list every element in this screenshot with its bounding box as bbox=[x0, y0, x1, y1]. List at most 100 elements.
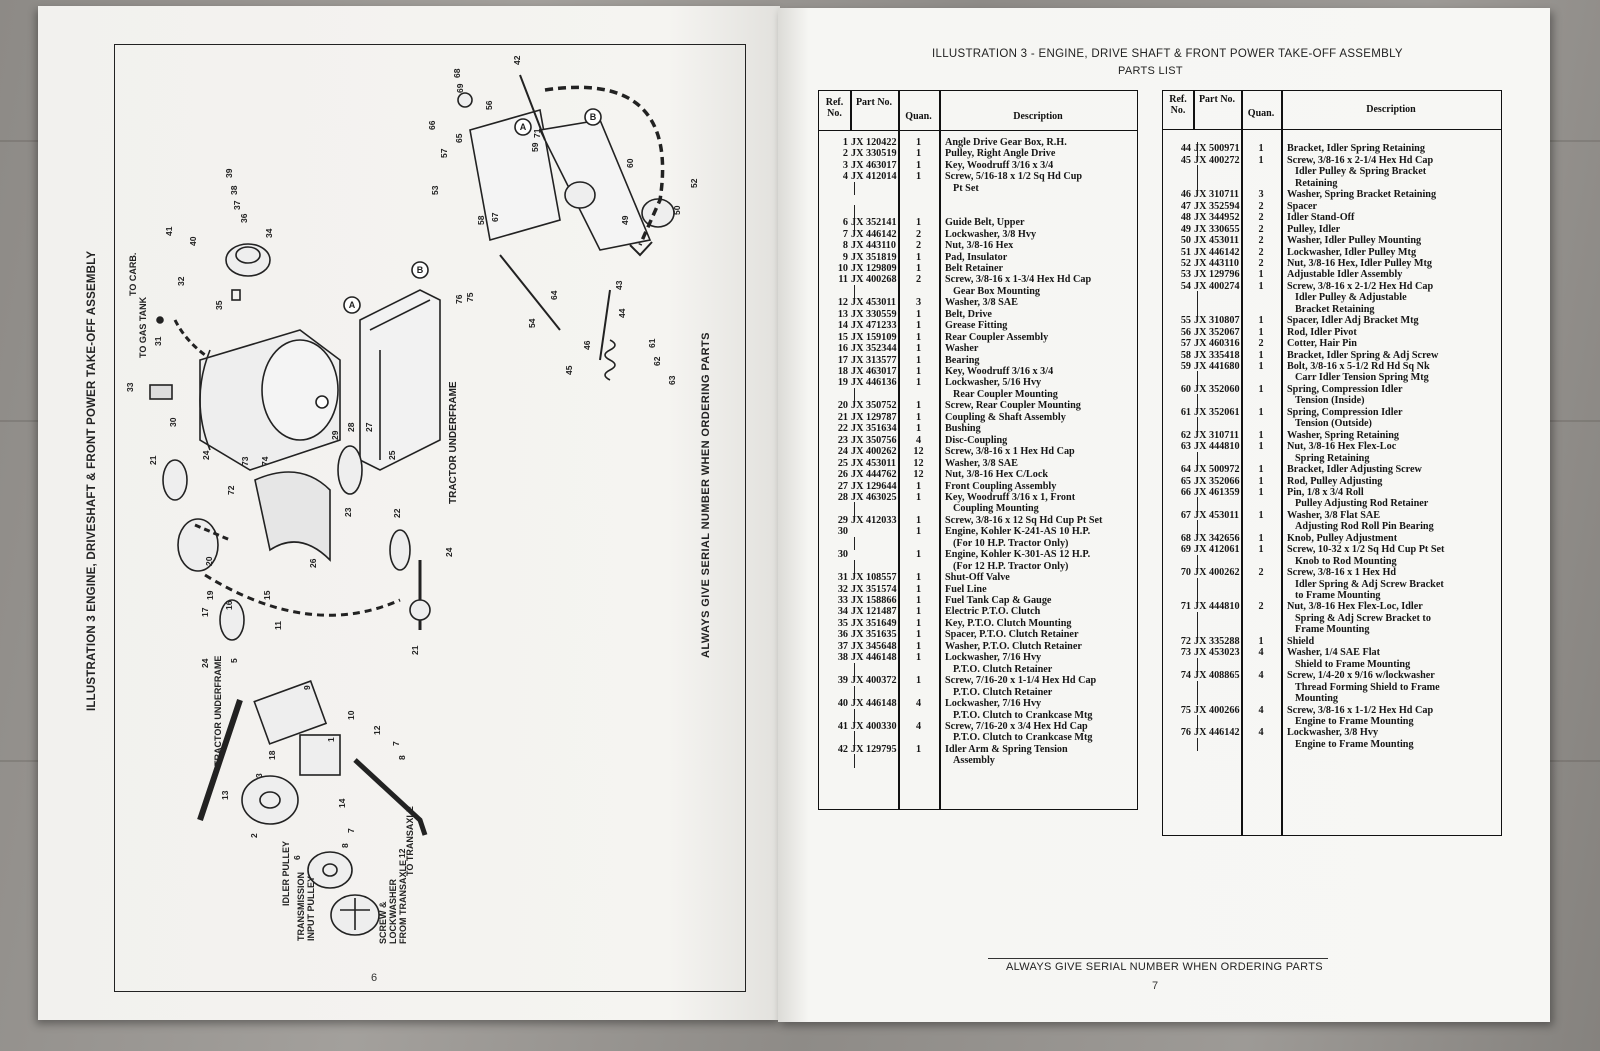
label-screw-lockwasher: SCREW & LOCKWASHER FROM TRANSAXLE bbox=[378, 860, 408, 944]
continuation-stem bbox=[854, 559, 856, 574]
callout-number: 25 bbox=[387, 450, 397, 460]
callout-number: 61 bbox=[647, 338, 657, 348]
continuation-stem bbox=[1197, 291, 1199, 317]
header-quan: Quan. bbox=[905, 111, 932, 122]
quantity: 2 bbox=[1258, 338, 1264, 350]
ref-no: 51 bbox=[1180, 246, 1191, 258]
ref-no: 37 bbox=[837, 640, 848, 652]
quantity: 1 bbox=[1258, 143, 1264, 155]
callout-number: 21 bbox=[410, 645, 420, 655]
description: Bracket, Idler Spring Retaining bbox=[1287, 143, 1425, 155]
continuation-stem bbox=[854, 502, 856, 516]
part-no: JX 108557 bbox=[851, 572, 897, 584]
part-no: JX 446142 bbox=[1194, 246, 1240, 258]
description: Washer, 1/4 SAE Flat bbox=[1287, 647, 1381, 659]
header-part-no: Part No. bbox=[855, 97, 893, 108]
ref-no: 34 bbox=[837, 606, 848, 618]
part-no: JX 453011 bbox=[1194, 235, 1239, 247]
callout-number: 76 bbox=[454, 294, 464, 304]
quantity: 1 bbox=[1258, 464, 1264, 476]
ref-no: 45 bbox=[1180, 154, 1191, 166]
continuation-stem bbox=[1197, 394, 1199, 408]
description: Key, Woodruff 3/16 x 1, Front bbox=[945, 491, 1076, 503]
description: Spacer, Idler Adj Bracket Mtg bbox=[1287, 315, 1419, 327]
callout-number: 23 bbox=[343, 507, 353, 517]
ref-no: 54 bbox=[1180, 280, 1191, 292]
description: Bolt, 3/8-16 x 5-1/2 Rd Hd Sq Nk bbox=[1287, 361, 1430, 372]
callout-number: 21 bbox=[148, 455, 158, 465]
table-row bbox=[819, 206, 1137, 217]
part-no: JX 400262 bbox=[1194, 567, 1240, 579]
ref-no: 9 bbox=[842, 251, 848, 263]
part-no: JX 352061 bbox=[1194, 406, 1240, 418]
description: Front Coupling Assembly bbox=[945, 480, 1057, 492]
part-no: JX 463017 bbox=[851, 366, 897, 377]
ref-no: 31 bbox=[837, 572, 848, 584]
description: Gear Box Mounting bbox=[953, 285, 1040, 297]
header-ref-no: Ref. No. bbox=[825, 97, 844, 119]
continuation-stem bbox=[1197, 737, 1199, 752]
description: Pad, Insulator bbox=[945, 251, 1008, 263]
right-page-parts-list: ILLUSTRATION 3 - ENGINE, DRIVE SHAFT & F… bbox=[778, 8, 1550, 1022]
callout-number: 63 bbox=[667, 375, 677, 385]
continuation-stem bbox=[854, 536, 856, 551]
description: Nut, 3/8-16 Hex Flex-Loc bbox=[1287, 441, 1397, 453]
callout-number: 57 bbox=[439, 148, 449, 158]
table-row-continuation: Pt Set bbox=[819, 183, 1137, 194]
table-row-continuation: Pulley Adjusting Rod Retainer bbox=[1163, 498, 1501, 509]
continuation-stem bbox=[854, 731, 856, 745]
description: Pulley, Idler bbox=[1287, 223, 1341, 235]
part-no: JX 158866 bbox=[851, 595, 897, 606]
callout-number: 32 bbox=[176, 276, 186, 286]
callout-number: 26 bbox=[308, 558, 318, 568]
callout-number: 19 bbox=[205, 590, 215, 600]
ref-no: 41 bbox=[837, 720, 848, 732]
part-no: JX 453011 bbox=[1194, 509, 1239, 521]
description: Tension (Outside) bbox=[1295, 418, 1372, 430]
quantity: 2 bbox=[915, 240, 922, 252]
quantity: 1 bbox=[1258, 532, 1264, 544]
quantity: 1 bbox=[915, 171, 922, 183]
part-no: JX 471233 bbox=[851, 320, 897, 332]
quantity: 1 bbox=[915, 159, 922, 171]
continuation-stem bbox=[1197, 714, 1199, 729]
footer-rule bbox=[988, 958, 1328, 959]
ref-no: 64 bbox=[1180, 464, 1191, 476]
continuation-stem bbox=[1197, 577, 1199, 603]
description: Shield to Frame Mounting bbox=[1295, 658, 1411, 670]
description: Thread Forming Shield to Frame bbox=[1295, 681, 1440, 693]
part-no: JX 351649 bbox=[851, 617, 897, 629]
description: Idler Pulley & Spring Bracket bbox=[1295, 166, 1427, 178]
table-row-continuation: Idler Pulley & Adjustable bbox=[1163, 292, 1501, 303]
description: Coupling & Shaft Assembly bbox=[945, 411, 1066, 423]
description: Washer, Idler Pulley Mounting bbox=[1287, 235, 1422, 247]
callout-number: 3 bbox=[254, 773, 264, 778]
callout-number: 8 bbox=[397, 755, 407, 760]
description: Coupling Mounting bbox=[953, 503, 1039, 515]
ref-no: 36 bbox=[837, 629, 848, 641]
quantity: 4 bbox=[1258, 647, 1264, 659]
part-no: JX 352344 bbox=[851, 343, 897, 355]
table-row-continuation: Retaining bbox=[1163, 178, 1501, 189]
part-no: JX 446142 bbox=[851, 228, 897, 240]
part-no: JX 446142 bbox=[1194, 727, 1240, 739]
continuation-stem bbox=[854, 181, 856, 196]
table-row-continuation: Tension (Outside) bbox=[1163, 418, 1501, 429]
quantity: 1 bbox=[915, 491, 922, 503]
quantity: 1 bbox=[1258, 280, 1264, 292]
ref-no: 62 bbox=[1180, 429, 1191, 441]
